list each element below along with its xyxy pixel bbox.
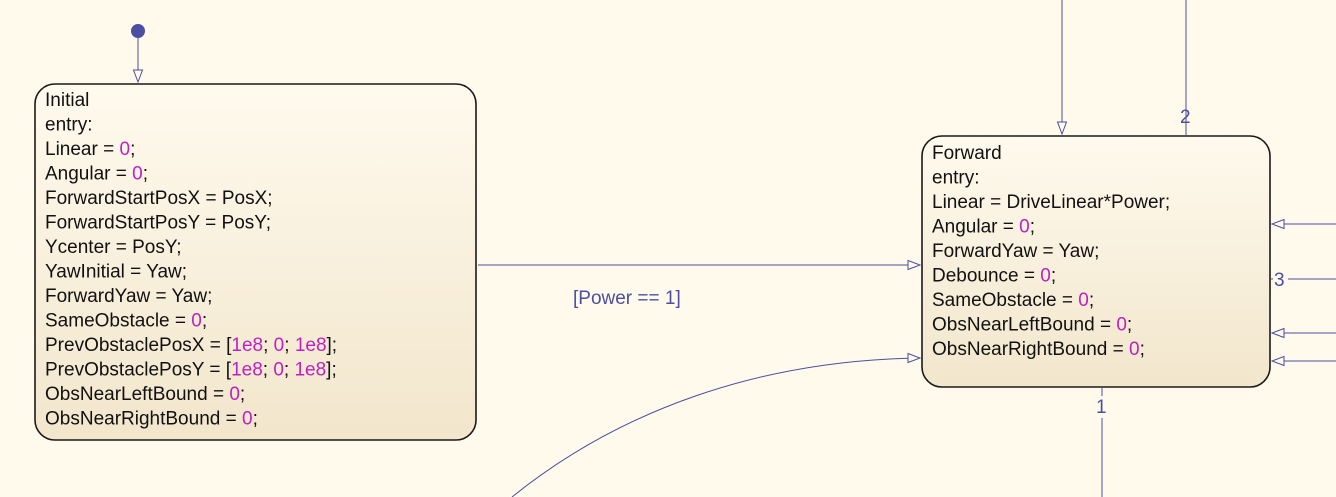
action-text: entry:	[932, 168, 980, 189]
transition-right-incoming-3-arrowhead	[1270, 355, 1285, 367]
action-text: entry:	[45, 115, 93, 136]
action-text: ObsNearLeftBound =	[932, 315, 1116, 336]
numeric-literal: 0	[1078, 290, 1089, 311]
numeric-literal: 1e8	[231, 335, 263, 356]
action-text: ;	[143, 164, 148, 185]
numeric-literal: 0	[1129, 339, 1140, 360]
action-text: ForwardStartPosX = PosX;	[45, 188, 273, 209]
action-text: ];	[326, 360, 337, 381]
transition-order-label-1: 1	[1096, 397, 1107, 418]
numeric-literal: 1e8	[295, 335, 327, 356]
numeric-literal: 0	[1019, 217, 1030, 238]
action-text: Linear =	[45, 139, 119, 160]
action-text: ForwardStartPosY = PosY;	[45, 213, 271, 234]
action-text: ;	[1030, 217, 1035, 238]
numeric-literal: 0	[274, 335, 285, 356]
action-text: ;	[284, 360, 295, 381]
state-forward-text: Forward entry: Linear = DriveLinear*Power;…	[932, 143, 1170, 360]
action-text: ;	[263, 335, 274, 356]
numeric-literal: 0	[1116, 315, 1127, 336]
action-text: Linear = DriveLinear*Power;	[932, 192, 1170, 213]
numeric-literal: 0	[119, 139, 130, 160]
numeric-literal: 0	[229, 384, 240, 405]
action-text: ObsNearRightBound =	[45, 409, 242, 430]
transition-curved-incoming[interactable]	[511, 357, 921, 497]
action-text: ;	[240, 384, 245, 405]
numeric-literal: 0	[132, 164, 143, 185]
numeric-literal: 1e8	[231, 360, 263, 381]
action-text: ;	[130, 139, 135, 160]
action-text: Ycenter = PosY;	[45, 237, 182, 258]
action-text: ;	[1140, 339, 1145, 360]
transition-order-label-1-bg	[1094, 396, 1110, 418]
transition-order-label-3: 3	[1274, 270, 1285, 291]
action-text: ;	[1051, 266, 1056, 287]
numeric-literal: 0	[273, 360, 284, 381]
action-text: ;	[1127, 315, 1132, 336]
numeric-literal: 0	[242, 409, 253, 430]
action-text: ;	[1089, 290, 1094, 311]
action-text: ForwardYaw = Yaw;	[45, 286, 212, 307]
state-forward-name: Forward	[932, 143, 1002, 164]
state-initial[interactable]: Initial entry: Linear = 0; Angular = 0; Forw…	[34, 83, 477, 441]
action-text: SameObstacle =	[45, 311, 191, 332]
state-initial-name: Initial	[45, 90, 89, 111]
numeric-literal: 0	[191, 311, 202, 332]
transition-order-label-3-bg	[1273, 268, 1288, 290]
state-initial-text: Initial entry: Linear = 0; Angular = 0; Forw…	[45, 90, 337, 430]
default-transition-arrowhead	[132, 69, 144, 84]
action-text: ;	[202, 311, 207, 332]
action-text: ;	[263, 360, 274, 381]
action-text: Debounce =	[932, 266, 1040, 287]
transition-initial-to-forward-arrowhead	[907, 259, 922, 271]
default-transition-dot[interactable]	[131, 24, 145, 38]
action-text: ObsNearLeftBound =	[45, 384, 229, 405]
action-text: ;	[253, 409, 258, 430]
state-forward[interactable]: Forward entry: Linear = DriveLinear*Power;…	[921, 135, 1271, 388]
action-text: Angular =	[45, 164, 132, 185]
action-text: Angular =	[932, 217, 1019, 238]
numeric-literal: 0	[1040, 266, 1051, 287]
transition-order-label-2: 2	[1180, 107, 1191, 128]
numeric-literal: 1e8	[294, 360, 326, 381]
action-text: YawInitial = Yaw;	[45, 262, 187, 283]
action-text: PrevObstaclePosY = [	[45, 360, 232, 381]
transition-curved-incoming-arrowhead	[907, 352, 922, 364]
action-text: ObsNearRightBound =	[932, 339, 1129, 360]
transition-top-left-arrowhead	[1056, 121, 1068, 136]
action-text: PrevObstaclePosX = [	[45, 335, 232, 356]
transition-right-incoming-1-arrowhead	[1270, 218, 1285, 230]
action-text: ForwardYaw = Yaw;	[932, 241, 1099, 262]
transition-right-incoming-2-arrowhead	[1270, 327, 1285, 339]
action-text: SameObstacle =	[932, 290, 1078, 311]
action-text: ];	[327, 335, 338, 356]
transition-initial-to-forward-label[interactable]: [Power == 1]	[573, 288, 681, 309]
action-text: ;	[284, 335, 295, 356]
